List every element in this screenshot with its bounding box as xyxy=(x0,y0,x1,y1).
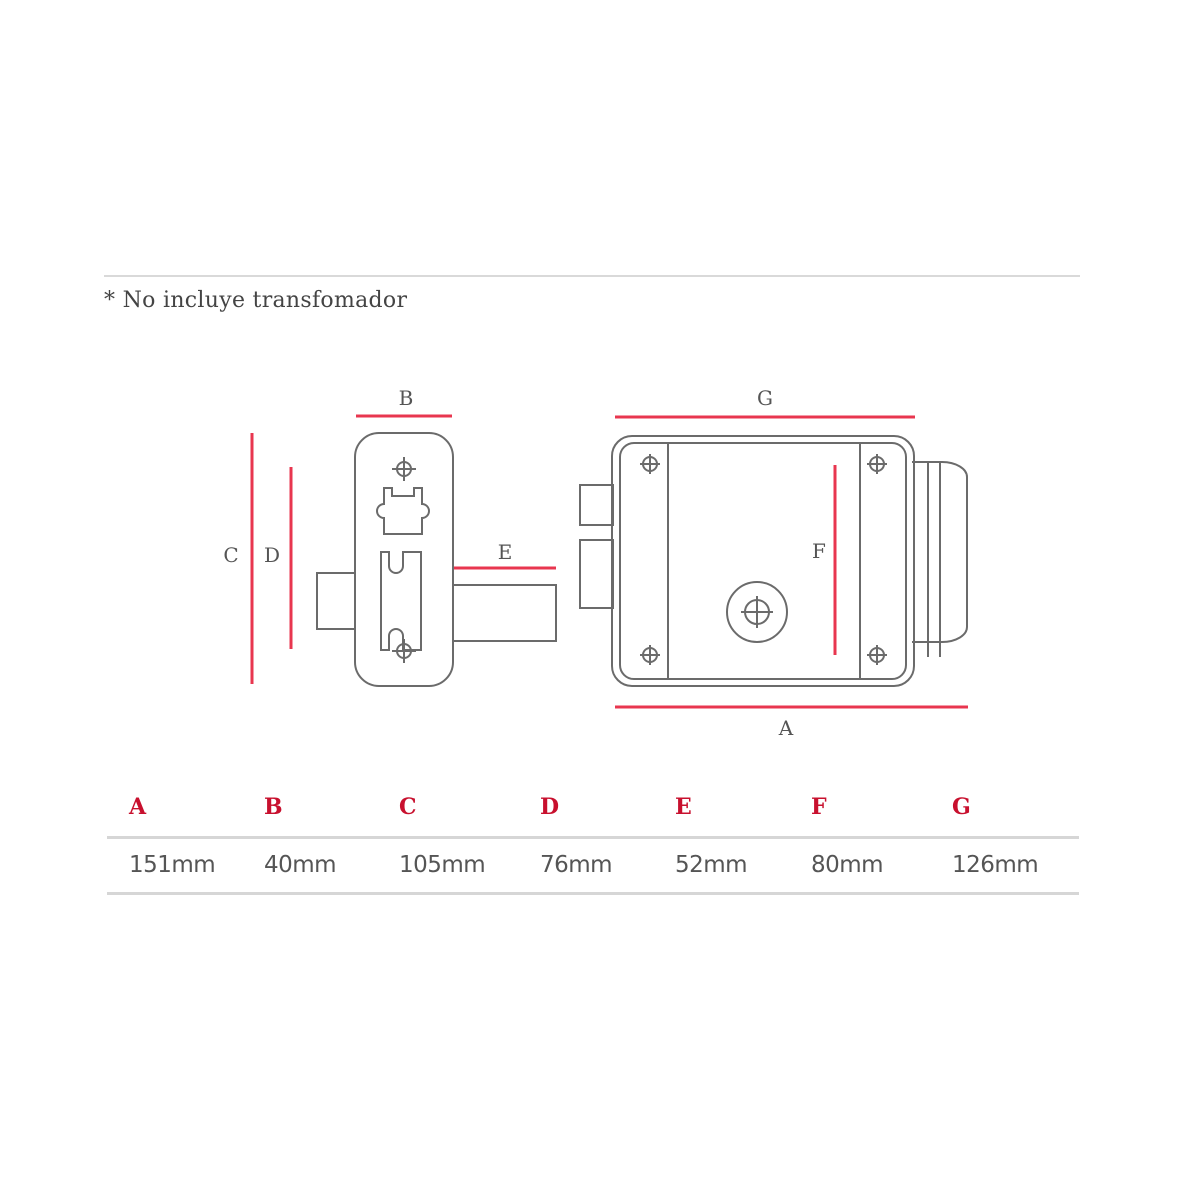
value-a: 151mm xyxy=(129,852,216,878)
value-d: 76mm xyxy=(540,852,613,878)
label-a: A xyxy=(778,716,794,740)
screw-icon xyxy=(392,639,416,663)
face-plate xyxy=(354,432,454,687)
screw-icon xyxy=(867,454,887,474)
center-plate xyxy=(667,442,861,680)
label-e: E xyxy=(498,540,513,564)
header-b: B xyxy=(264,794,283,820)
table-divider xyxy=(107,836,1079,839)
screw-icon xyxy=(640,454,660,474)
table-row: 151mm 40mm 105mm 76mm 52mm 80mm 126mm xyxy=(107,836,1079,882)
connector-top xyxy=(579,484,614,526)
bolt-back xyxy=(316,572,356,630)
cylinder-housing xyxy=(912,461,968,643)
value-b: 40mm xyxy=(264,852,337,878)
connector-bottom xyxy=(579,539,614,609)
dimensions-table: A B C D E F G 151mm 40mm 105mm 76mm 52mm… xyxy=(107,790,1079,895)
header-a: A xyxy=(129,794,147,820)
value-c: 105mm xyxy=(399,852,486,878)
screw-icon xyxy=(392,457,416,481)
front-view: G A F xyxy=(579,386,968,740)
footnote: * No incluye transfomador xyxy=(104,288,408,313)
lock-body-inner xyxy=(619,442,907,680)
label-c: C xyxy=(223,543,238,567)
keyhole-ring xyxy=(726,581,788,643)
label-g: G xyxy=(757,386,773,410)
value-g: 126mm xyxy=(952,852,1039,878)
header-c: C xyxy=(399,794,417,820)
table-bottom-divider xyxy=(107,892,1079,895)
table-header-row: A B C D E F G xyxy=(107,790,1079,836)
bolt-front xyxy=(452,584,557,642)
screw-icon xyxy=(867,645,887,665)
lock-body xyxy=(611,435,915,687)
label-b: B xyxy=(399,386,414,410)
header-e: E xyxy=(675,794,692,820)
label-f: F xyxy=(812,539,826,563)
side-view: C D B E xyxy=(223,386,557,687)
value-f: 80mm xyxy=(811,852,884,878)
slot-lower xyxy=(380,551,422,651)
header-g: G xyxy=(952,794,971,820)
header-d: D xyxy=(540,794,560,820)
value-e: 52mm xyxy=(675,852,748,878)
top-divider xyxy=(104,275,1080,277)
label-d: D xyxy=(264,543,280,567)
keyhole-icon xyxy=(741,596,773,628)
screw-icon xyxy=(640,645,660,665)
header-f: F xyxy=(811,794,827,820)
slot-upper xyxy=(376,487,430,535)
